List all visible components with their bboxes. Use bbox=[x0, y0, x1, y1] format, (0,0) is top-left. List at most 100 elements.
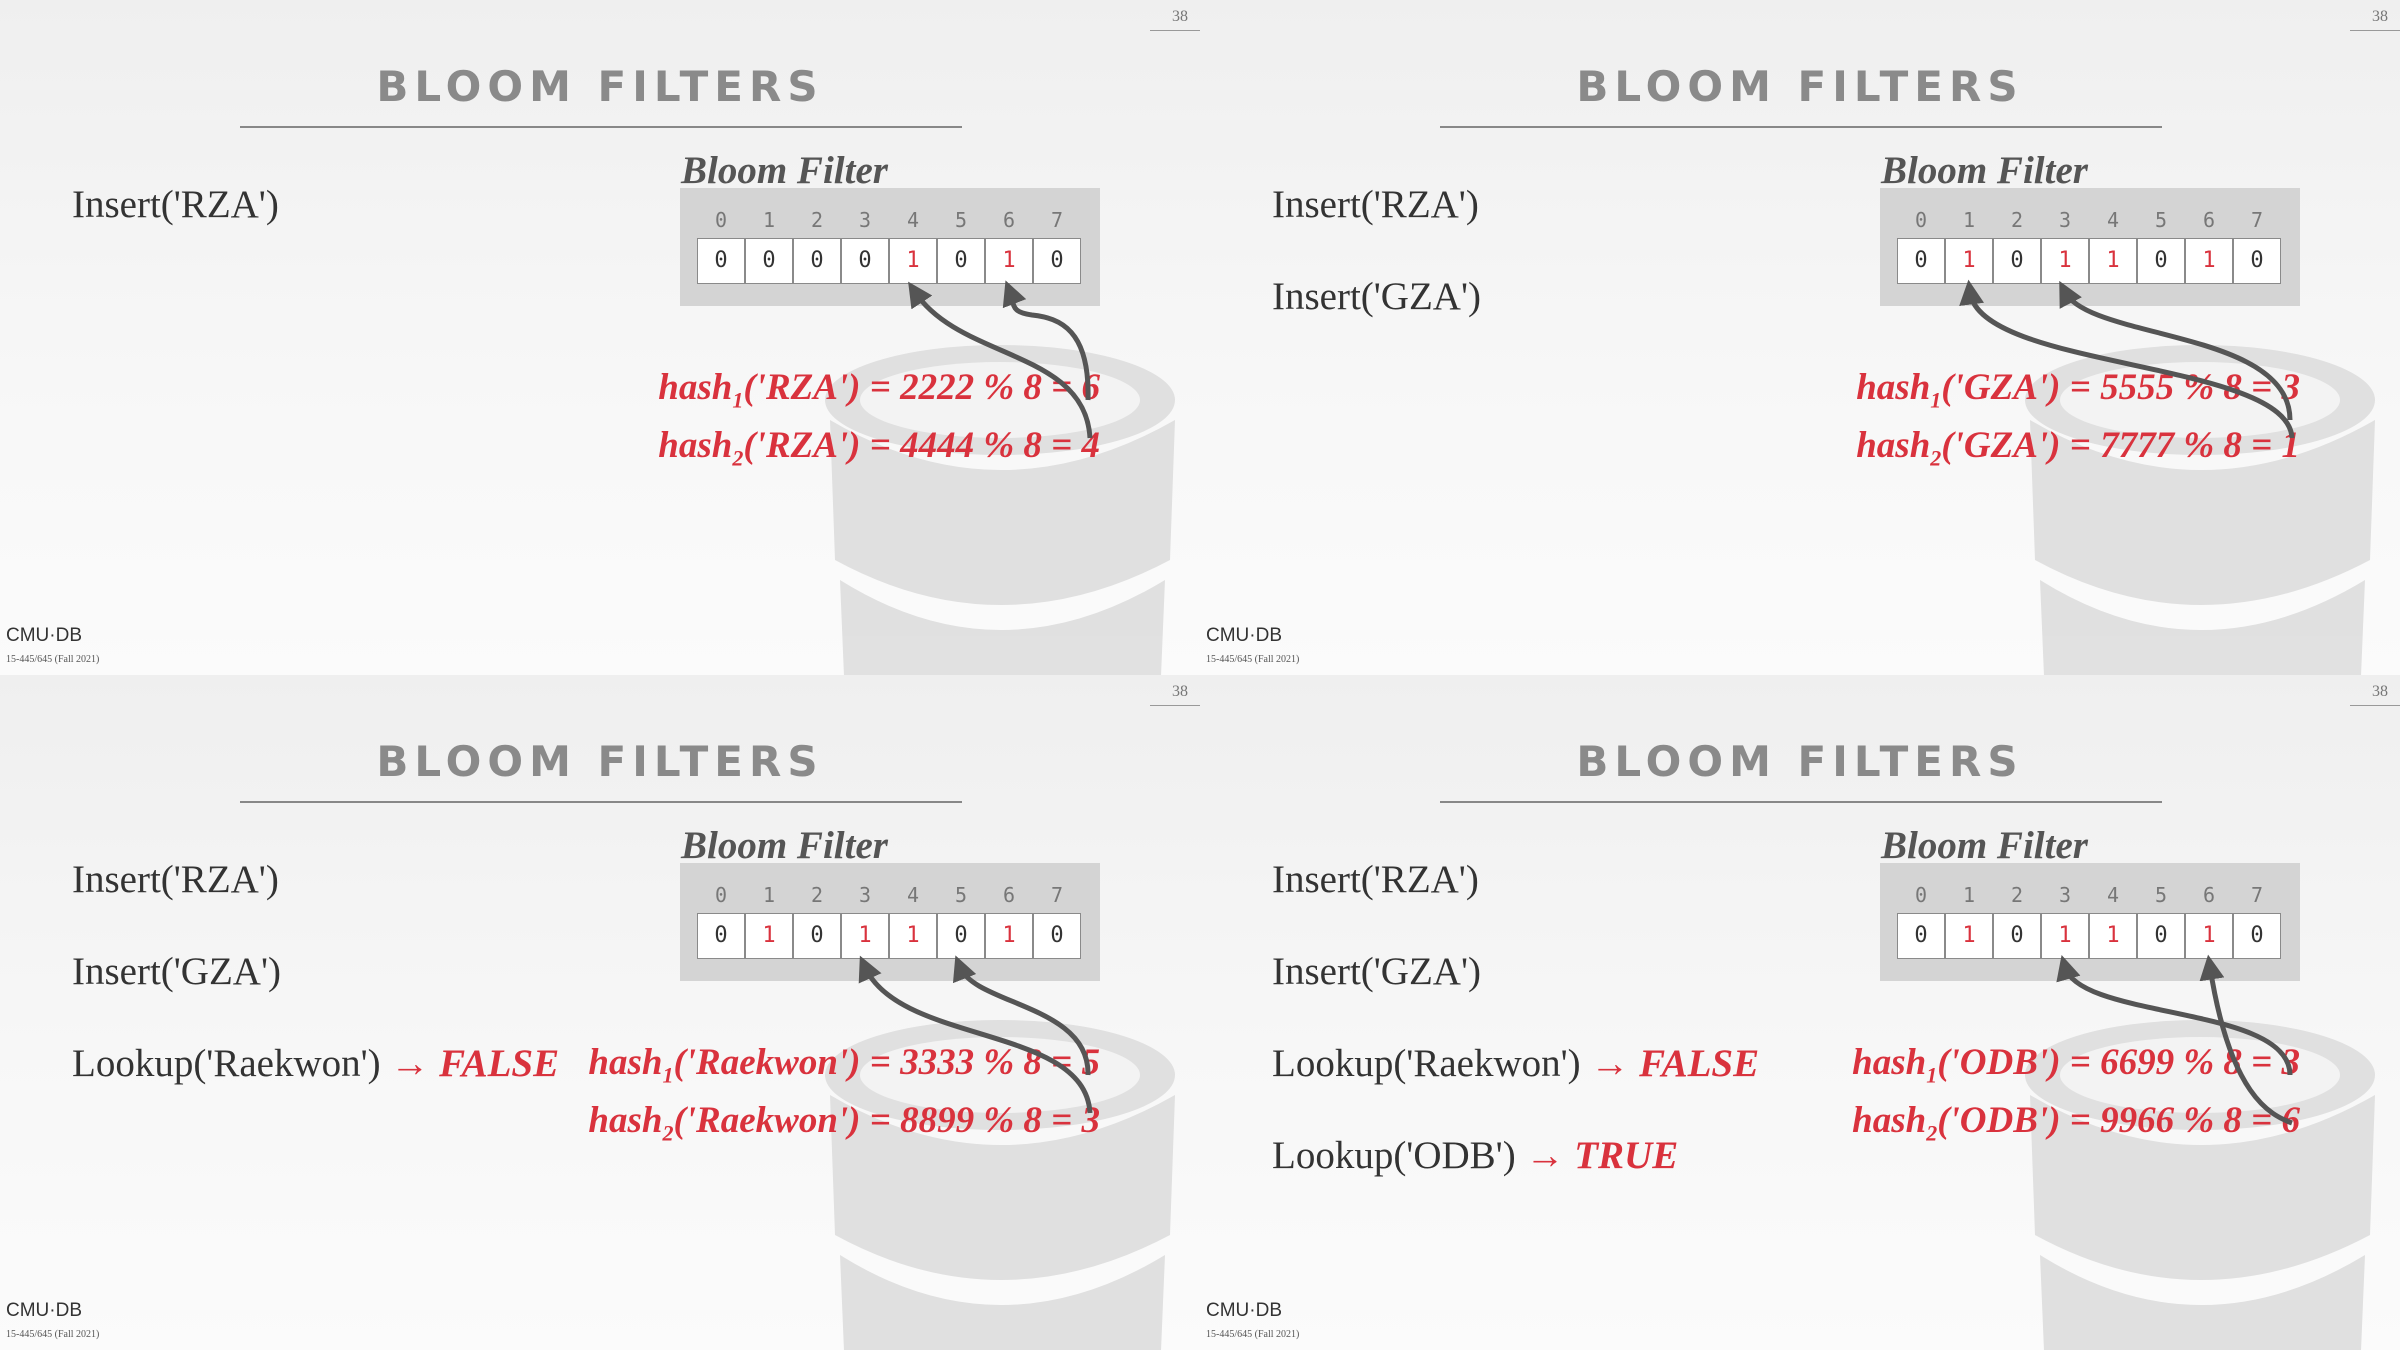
bloom-filter-label: Bloom Filter bbox=[681, 149, 888, 192]
bit-index: 7 bbox=[2250, 208, 2264, 232]
bloom-filter-array: 0 1 2 3 4 5 6 7 0 1 0 1 1 0 1 0 bbox=[1880, 863, 2300, 981]
bit-cell: 0 bbox=[2233, 238, 2281, 284]
bit-cell: 1 bbox=[745, 913, 793, 959]
bit-cell: 0 bbox=[697, 238, 745, 284]
bit-index: 7 bbox=[2250, 883, 2264, 907]
cmu-db-logo: CMU·DB bbox=[6, 1300, 82, 1321]
number-underline bbox=[1150, 30, 1200, 31]
bit-index: 4 bbox=[2106, 883, 2120, 907]
bloom-filter-label: Bloom Filter bbox=[1881, 824, 2088, 867]
operation-line: Insert('GZA') bbox=[1272, 949, 1481, 994]
slide-1: 38 BLOOM FILTERS Insert('RZA') Bloom Fil… bbox=[0, 0, 1200, 675]
number-underline bbox=[1150, 705, 1200, 706]
hash-equation: hash1('ODB') = 6699 % 8 = 3 bbox=[1852, 1042, 2300, 1088]
bit-cell: 0 bbox=[2137, 238, 2185, 284]
bit-cell: 0 bbox=[2233, 913, 2281, 959]
bit-cell: 0 bbox=[1897, 238, 1945, 284]
operation-line: Insert('GZA') bbox=[72, 949, 281, 994]
operation-line: Insert('RZA') bbox=[72, 857, 279, 902]
bit-cell: 1 bbox=[2089, 913, 2137, 959]
bit-cell: 1 bbox=[2089, 238, 2137, 284]
bit-cell: 0 bbox=[1033, 238, 1081, 284]
course-label: 15-445/645 (Fall 2021) bbox=[1206, 654, 1300, 665]
bit-index: 6 bbox=[1002, 883, 1016, 907]
operation-result: → FALSE bbox=[1590, 1042, 1760, 1085]
hash-equation: hash1('GZA') = 5555 % 8 = 3 bbox=[1856, 367, 2300, 413]
bloom-filter-array: 0 1 2 3 4 5 6 7 0 1 0 1 1 0 1 0 bbox=[1880, 188, 2300, 306]
slide-2: 38 BLOOM FILTERS Insert('RZA') Insert('G… bbox=[1200, 0, 2400, 675]
operation-text: Insert('GZA') bbox=[72, 950, 281, 993]
hash-equation: hash2('GZA') = 7777 % 8 = 1 bbox=[1856, 425, 2300, 471]
bit-index: 0 bbox=[1914, 883, 1928, 907]
bit-index: 2 bbox=[810, 883, 824, 907]
bit-cell: 0 bbox=[1897, 913, 1945, 959]
bit-cell: 1 bbox=[985, 913, 1033, 959]
bloom-filter-label: Bloom Filter bbox=[681, 824, 888, 867]
bit-index: 1 bbox=[1962, 883, 1976, 907]
slide-3: 38 BLOOM FILTERS Insert('RZA') Insert('G… bbox=[0, 675, 1200, 1350]
bit-index: 5 bbox=[954, 883, 968, 907]
title-underline bbox=[240, 801, 962, 803]
hash-equation: hash2('RZA') = 4444 % 8 = 4 bbox=[658, 425, 1100, 471]
bit-cell: 0 bbox=[841, 238, 889, 284]
slide-number: 38 bbox=[1172, 683, 1188, 700]
slide-title: BLOOM FILTERS bbox=[1576, 737, 2024, 786]
title-underline bbox=[1440, 126, 2162, 128]
bit-index: 6 bbox=[2202, 208, 2216, 232]
bit-index: 6 bbox=[2202, 883, 2216, 907]
bit-cell: 0 bbox=[793, 238, 841, 284]
operation-text: Insert('RZA') bbox=[72, 183, 279, 226]
bit-cell: 0 bbox=[1993, 913, 2041, 959]
hash-equation: hash2('ODB') = 9966 % 8 = 6 bbox=[1852, 1100, 2300, 1146]
slide-4: 38 BLOOM FILTERS Insert('RZA') Insert('G… bbox=[1200, 675, 2400, 1350]
operation-text: Lookup('Raekwon') bbox=[1272, 1042, 1591, 1085]
bit-index: 2 bbox=[810, 208, 824, 232]
cmu-db-logo: CMU·DB bbox=[6, 625, 82, 646]
bit-index: 4 bbox=[906, 208, 920, 232]
course-label: 15-445/645 (Fall 2021) bbox=[1206, 1329, 1300, 1340]
bit-index: 2 bbox=[2010, 208, 2024, 232]
slide-title: BLOOM FILTERS bbox=[376, 62, 824, 111]
bit-cell: 1 bbox=[2185, 238, 2233, 284]
operation-line: Insert('RZA') bbox=[1272, 182, 1479, 227]
bit-index: 3 bbox=[2058, 208, 2072, 232]
cmu-db-logo: CMU·DB bbox=[1206, 1300, 1282, 1321]
bit-index: 0 bbox=[714, 883, 728, 907]
bit-cell: 1 bbox=[1945, 238, 1993, 284]
bit-cell: 0 bbox=[1993, 238, 2041, 284]
number-underline bbox=[2350, 30, 2400, 31]
bit-index: 3 bbox=[858, 208, 872, 232]
bit-index: 5 bbox=[954, 208, 968, 232]
bit-cell: 1 bbox=[889, 913, 937, 959]
bit-cell: 1 bbox=[985, 238, 1033, 284]
operation-line: Lookup('Raekwon') → FALSE bbox=[72, 1041, 559, 1086]
cmu-db-logo: CMU·DB bbox=[1206, 625, 1282, 646]
operation-text: Insert('RZA') bbox=[1272, 183, 1479, 226]
slide-number: 38 bbox=[2372, 8, 2388, 25]
bit-index: 1 bbox=[1962, 208, 1976, 232]
bit-cell: 1 bbox=[2041, 238, 2089, 284]
bit-index: 1 bbox=[762, 883, 776, 907]
bit-index: 0 bbox=[1914, 208, 1928, 232]
operation-line: Lookup('Raekwon') → FALSE bbox=[1272, 1041, 1759, 1086]
hash-equation: hash2('Raekwon') = 8899 % 8 = 3 bbox=[588, 1100, 1100, 1146]
bit-cell: 1 bbox=[2041, 913, 2089, 959]
bit-index: 3 bbox=[858, 883, 872, 907]
operation-line: Insert('RZA') bbox=[72, 182, 279, 227]
bit-cell: 0 bbox=[2137, 913, 2185, 959]
bit-index: 2 bbox=[2010, 883, 2024, 907]
bit-cell: 0 bbox=[745, 238, 793, 284]
operation-line: Lookup('ODB') → TRUE bbox=[1272, 1133, 1678, 1178]
bit-index: 4 bbox=[2106, 208, 2120, 232]
hash-equation: hash1('Raekwon') = 3333 % 8 = 5 bbox=[588, 1042, 1100, 1088]
operation-line: Insert('GZA') bbox=[1272, 274, 1481, 319]
bit-index: 3 bbox=[2058, 883, 2072, 907]
hash-equation: hash1('RZA') = 2222 % 8 = 6 bbox=[658, 367, 1100, 413]
bit-cell: 0 bbox=[793, 913, 841, 959]
operation-text: Lookup('Raekwon') bbox=[72, 1042, 391, 1085]
bit-index: 7 bbox=[1050, 208, 1064, 232]
bloom-filter-array: 0 1 2 3 4 5 6 7 0 1 0 1 1 0 1 0 bbox=[680, 863, 1100, 981]
bit-cell: 1 bbox=[889, 238, 937, 284]
course-label: 15-445/645 (Fall 2021) bbox=[6, 654, 100, 665]
